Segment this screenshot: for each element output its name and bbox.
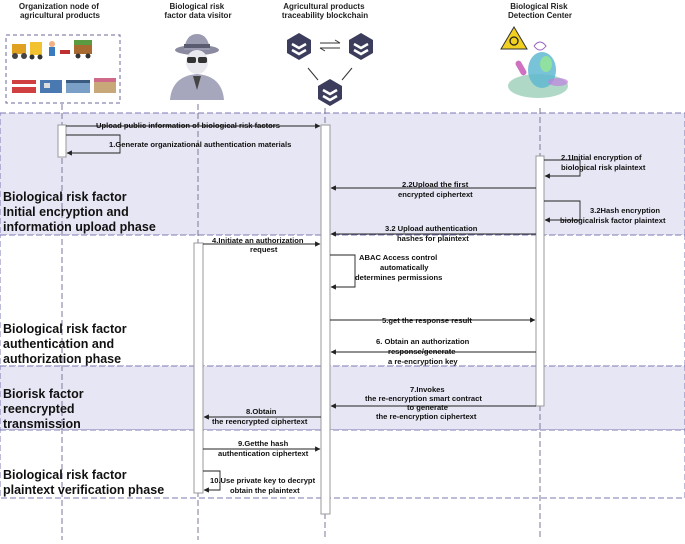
participant-headers: Organization node of agricultural produc… — [19, 2, 572, 20]
msg-get-hash: 9.Getthe hash authentication ciphertext — [218, 439, 309, 458]
participant-title-chain: Agricultural products traceability block… — [282, 2, 368, 20]
participant-title-center: Biological Risk Detection Center — [508, 2, 572, 20]
msg-upload-first-ciphertext: 2.2Upload the first encrypted ciphertext — [398, 180, 473, 199]
msg-abac-control: ABAC Access control automatically determ… — [355, 253, 442, 282]
phase-label-1: Biological risk factor Initial encryptio… — [3, 190, 156, 234]
phase-bands — [0, 112, 685, 499]
activation-visitor — [193, 242, 204, 494]
msg-upload-public-info: Upload public information of biological … — [96, 121, 280, 130]
blockchain-nodes-icon — [287, 33, 373, 106]
activation-bars — [57, 124, 545, 515]
arrow-decrypt — [203, 470, 221, 493]
msg-get-response: 5.get the response result — [382, 316, 472, 325]
message-labels: Upload public information of biological … — [96, 121, 666, 495]
phase-band-1 — [0, 112, 685, 236]
phase-band-2 — [0, 234, 685, 367]
msg-decrypt: 10.Use private key to decrypt obtain the… — [210, 476, 317, 495]
phase-label-4: Biological risk factor plaintext verific… — [3, 468, 164, 497]
msg-upload-hashes: 3.2 Upload authentication hashes for pla… — [385, 224, 480, 243]
activation-chain — [320, 124, 331, 515]
arrow-abac-control — [330, 254, 356, 290]
phase-label-3: Biorisk factor reencrypted transmission — [3, 387, 87, 431]
msg-generate-auth-materials: 1.Generate organizational authentication… — [109, 140, 291, 149]
arrow-generate-auth-materials — [66, 134, 121, 156]
phase-band-3 — [0, 365, 685, 431]
hacker-visitor-icon — [170, 34, 224, 100]
msg-invoke-reencryption: 7.Invokes the re-encryption smart contra… — [365, 385, 484, 421]
phase-band-4 — [0, 429, 685, 499]
msg-authorization-request: 4.Initiate an authorization request — [212, 236, 306, 254]
participant-title-visitor: Biological risk factor data visitor — [164, 2, 231, 20]
msg-initial-encryption: 2.1Initial encryption of biological risk… — [561, 153, 646, 172]
activation-center — [535, 155, 545, 407]
agricultural-organization-icon — [5, 34, 121, 104]
msg-hash-encryption: 3.2Hash encryption biologicalrisk factor… — [560, 206, 666, 225]
arrow-initial-encryption — [544, 159, 581, 179]
biohazard-lab-icon — [500, 26, 568, 98]
message-arrows — [66, 123, 581, 493]
msg-obtain-authorization: 6. Obtain an authorization response/gene… — [376, 337, 471, 366]
activation-org — [57, 124, 67, 158]
phase-label-2: Biological risk factor authentication an… — [3, 322, 130, 366]
participant-title-org: Organization node of agricultural produc… — [19, 2, 101, 20]
msg-obtain-reencrypted: 8.Obtain the reencrypted ciphertext — [212, 407, 308, 426]
arrow-hash-encryption — [544, 200, 581, 223]
phase-labels: Biological risk factor Initial encryptio… — [3, 190, 164, 497]
